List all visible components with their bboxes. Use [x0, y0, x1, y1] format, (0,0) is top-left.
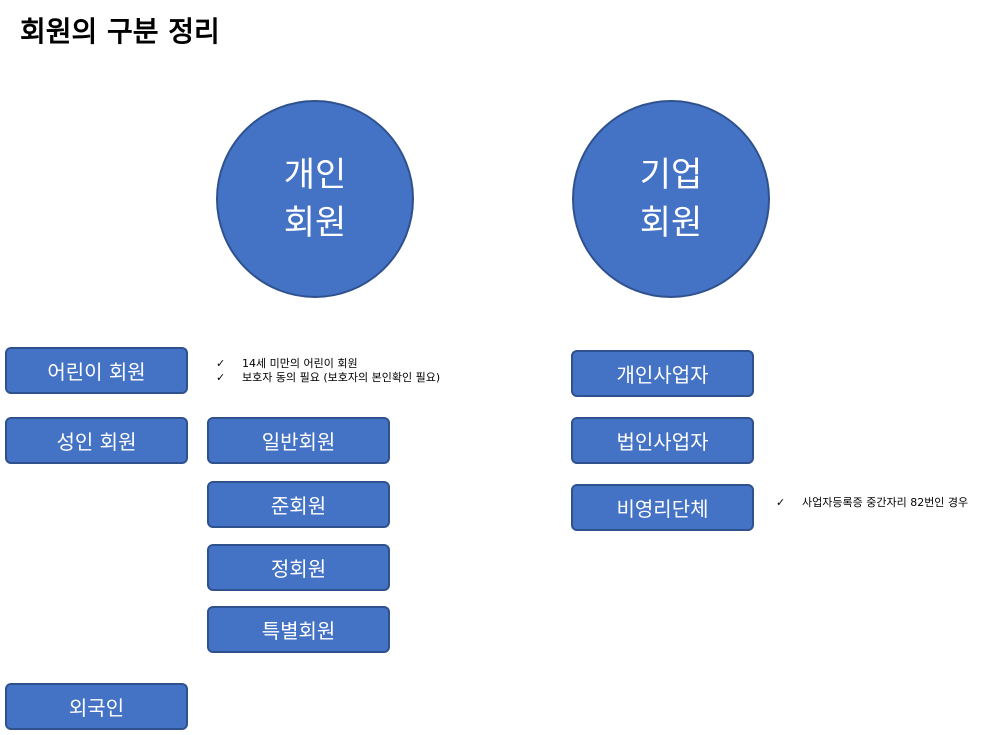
check-icon: ✓	[216, 371, 226, 384]
corporate-circle-line2: 회원	[639, 203, 703, 243]
personal-circle-line2: 회원	[283, 203, 347, 243]
regular-member-box: 정회원	[207, 544, 390, 591]
nonprofit-note-item: ✓ 사업자등록증 중간자리 82번인 경우	[776, 496, 968, 510]
foreigner-box: 외국인	[5, 683, 188, 730]
check-icon: ✓	[216, 357, 226, 370]
nonprofit-note-text: 사업자등록증 중간자리 82번인 경우	[802, 496, 969, 509]
child-note-item: ✓ 14세 미만의 어린이 회원	[216, 357, 440, 371]
general-member-box: 일반회원	[207, 417, 390, 464]
nonprofit-box: 비영리단체	[571, 484, 754, 531]
corporate-circle-line1: 기업	[639, 155, 703, 195]
child-note-text: 보호자 동의 필요 (보호자의 본인확인 필요)	[242, 371, 441, 384]
adult-member-box: 성인 회원	[5, 417, 188, 464]
nonprofit-note: ✓ 사업자등록증 중간자리 82번인 경우	[776, 496, 968, 510]
sole-proprietor-box: 개인사업자	[571, 350, 754, 397]
personal-circle-line1: 개인	[283, 155, 347, 195]
special-member-box: 특별회원	[207, 606, 390, 653]
child-member-box: 어린이 회원	[5, 347, 188, 394]
child-note-text: 14세 미만의 어린이 회원	[242, 357, 358, 370]
corporation-box: 법인사업자	[571, 417, 754, 464]
corporate-member-circle: 기업 회원	[572, 100, 770, 298]
check-icon: ✓	[776, 496, 786, 509]
child-note-item: ✓ 보호자 동의 필요 (보호자의 본인확인 필요)	[216, 371, 440, 385]
child-notes: ✓ 14세 미만의 어린이 회원 ✓ 보호자 동의 필요 (보호자의 본인확인 …	[216, 357, 440, 385]
page-title: 회원의 구분 정리	[20, 15, 220, 48]
personal-member-circle: 개인 회원	[216, 100, 414, 298]
associate-member-box: 준회원	[207, 481, 390, 528]
